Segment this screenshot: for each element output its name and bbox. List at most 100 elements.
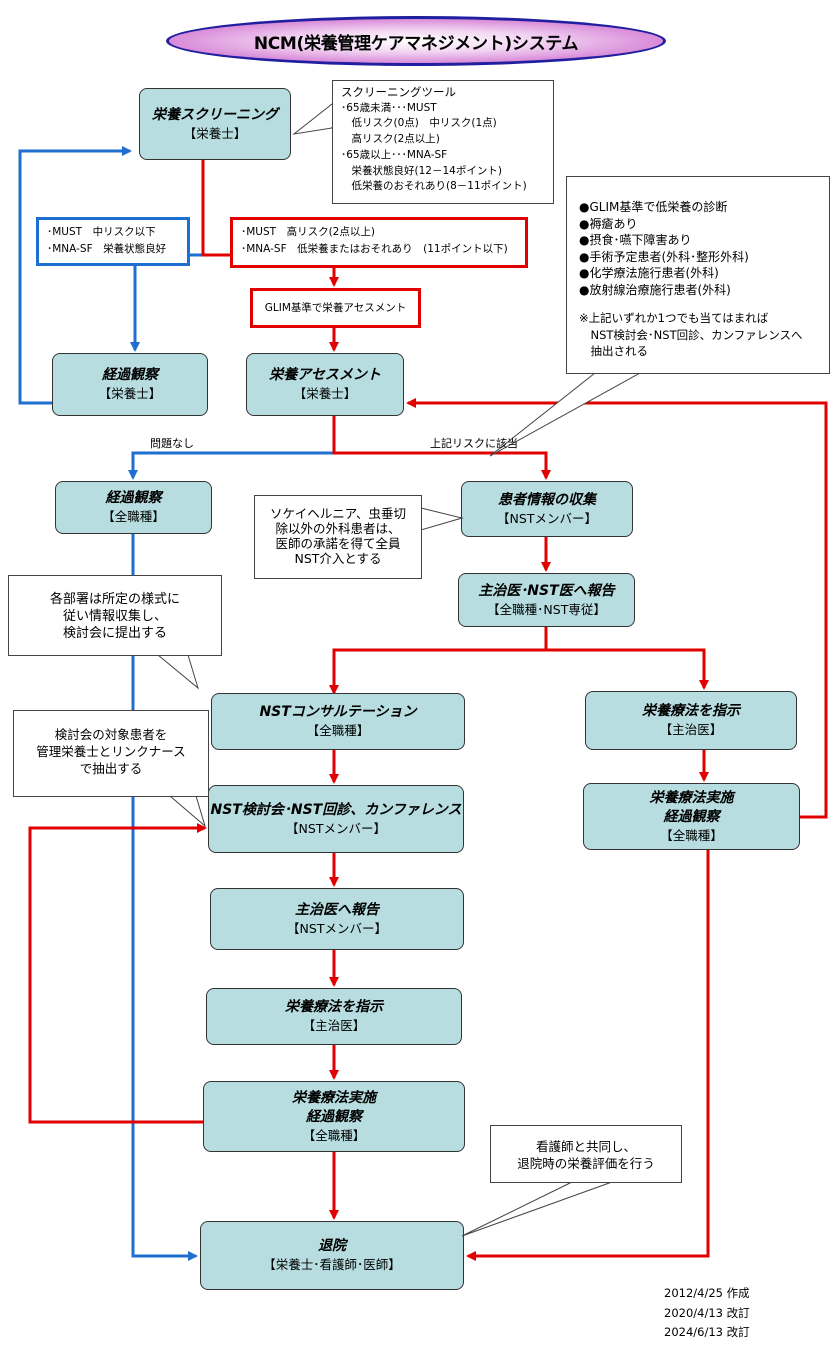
therapy-instruction-center-box: 栄養療法を指示 【主治医】	[206, 988, 462, 1045]
page-title: NCM(栄養管理ケアマネジメント)システム	[253, 33, 579, 54]
screening-box: 栄養スクリーニング 【栄養士】	[139, 88, 291, 160]
box-role: 【全職種】	[660, 827, 723, 843]
red-screen-down	[201, 160, 230, 257]
box-role: 【NSTメンバー】	[497, 510, 597, 526]
observation-nutritionist-box: 経過観察 【栄養士】	[52, 353, 208, 416]
box-title: 栄養スクリーニング	[152, 106, 278, 123]
hernia-exception-note: ソケイヘルニア、虫垂切 除以外の外科患者は、 医師の承諾を得て全員 NST介入と…	[254, 495, 422, 579]
note-line: 医師の承諾を得て全員	[275, 536, 401, 551]
note-line: ●手術予定患者(外科･整形外科)	[579, 249, 749, 264]
box-role: 【全職種】	[306, 723, 370, 738]
risk-applies-label: 上記リスクに該当	[430, 437, 518, 450]
nurse-evaluation-note: 看護師と共同し、 退院時の栄養評価を行う	[490, 1125, 682, 1183]
box-title: 栄養療法を指示	[285, 999, 383, 1015]
note-line: 従い情報収集し、	[62, 609, 167, 624]
note-line: ･65歳未満･･･MUST	[341, 101, 437, 114]
department-info-note: 各部署は所定の様式に 従い情報収集し、 検討会に提出する	[8, 575, 222, 656]
note-line: 各部署は所定の様式に	[49, 592, 180, 607]
box-role: 【全職種･NST専従】	[487, 601, 606, 617]
red-assess-risk	[332, 416, 551, 480]
note-line: 抽出される	[579, 344, 648, 358]
target-patient-note: 検討会の対象患者を 管理栄養士とリンクナース で抽出する	[13, 710, 209, 797]
box-role: 【全職種】	[302, 1127, 366, 1143]
blue-loop-arrow	[18, 146, 132, 405]
box-title: 経過観察	[102, 367, 158, 383]
date-created: 2012/4/25 作成	[664, 1286, 750, 1300]
blue-no-problem	[128, 451, 334, 480]
therapy-center-box: 栄養療法実施 経過観察 【全職種】	[203, 1081, 465, 1152]
glim-label: GLIM基準で栄養アセスメント	[264, 301, 407, 314]
box-title: 栄養療法実施	[292, 1089, 376, 1106]
red-right-discharge	[466, 850, 710, 1261]
box-title: 退院	[318, 1238, 346, 1254]
note-line: 検討会に提出する	[62, 626, 167, 641]
therapy-right-box: 栄養療法実施 経過観察 【全職種】	[583, 783, 800, 850]
box-title-2: 経過観察	[663, 808, 720, 825]
red-loop-right	[406, 398, 828, 819]
report-doctor-box: 主治医･NST医へ報告 【全職種･NST専従】	[458, 573, 635, 627]
note-line: NST介入とする	[294, 551, 382, 566]
box-role: 【栄養士】	[183, 125, 247, 141]
revision-dates: 2012/4/25 作成 2020/4/13 改訂 2024/6/13 改訂	[664, 1284, 750, 1343]
note-line: 退院時の栄養評価を行う	[517, 1156, 655, 1171]
nst-conference-box: NST検討会･NST回診、カンファレンス 【NSTメンバー】	[208, 785, 464, 853]
title-banner: NCM(栄養管理ケアマネジメント)システム	[166, 16, 666, 66]
note-line: 低栄養のおそれあり(8－11ポイント)	[341, 180, 527, 193]
note-line: で抽出する	[79, 761, 143, 776]
red-split-right	[546, 648, 709, 690]
criteria-line: ･MNA-SF 低栄養またはおそれあり (11ポイント以下)	[241, 243, 508, 255]
therapy-instruction-right-box: 栄養療法を指示 【主治医】	[585, 691, 797, 750]
risk-criteria-note: ●GLIM基準で低栄養の診断 ●褥瘡あり ●摂食･嚥下障害あり ●手術予定患者(…	[566, 176, 830, 374]
note-line: 看護師と共同し、	[535, 1139, 636, 1154]
note-line: ●化学療法施行患者(外科)	[579, 266, 719, 280]
discharge-box: 退院 【栄養士･看護師･医師】	[200, 1221, 464, 1290]
box-role: 【栄養士】	[98, 386, 162, 401]
note-line: ●GLIM基準で低栄養の診断	[579, 200, 728, 214]
box-role: 【主治医】	[302, 1018, 366, 1033]
note-line: ･65歳以上･･･MNA-SF	[341, 148, 448, 161]
criteria-line: ･MNA-SF 栄養状態良好	[47, 243, 167, 255]
note-line: 低リスク(0点) 中リスク(1点)	[341, 117, 497, 130]
box-title: 栄養アセスメント	[269, 367, 381, 383]
note-spacer	[579, 298, 819, 310]
note-line: 高リスク(2点以上)	[341, 133, 440, 146]
box-title: 主治医へ報告	[295, 901, 379, 918]
note-line: ●放射線治療施行患者(外科)	[579, 282, 731, 297]
assessment-box: 栄養アセスメント 【栄養士】	[246, 353, 404, 416]
box-title: 患者情報の収集	[498, 491, 596, 508]
date-revised: 2020/4/13 改訂	[664, 1305, 750, 1320]
box-title: NSTコンサルテーション	[259, 704, 417, 720]
box-role: 【全職種】	[102, 509, 165, 524]
low-risk-criteria: ･MUST 中リスク以下 ･MNA-SF 栄養状態良好	[36, 217, 190, 266]
criteria-line: ･MUST 高リスク(2点以上)	[241, 226, 375, 238]
criteria-line: ･MUST 中リスク以下	[47, 226, 156, 238]
box-role: 【NSTメンバー】	[286, 820, 386, 836]
observation-all-box: 経過観察 【全職種】	[55, 481, 212, 534]
screening-tools-note: スクリーニングツール ･65歳未満･･･MUST 低リスク(0点) 中リスク(1…	[332, 80, 554, 204]
high-risk-criteria: ･MUST 高リスク(2点以上) ･MNA-SF 低栄養またはおそれあり (11…	[230, 217, 528, 268]
note-line: ソケイヘルニア、虫垂切	[269, 506, 406, 521]
note-line: 栄養状態良好(12－14ポイント)	[341, 164, 502, 177]
box-title-2: 経過観察	[306, 1108, 362, 1125]
note-line: 除以外の外科患者は、	[275, 521, 401, 536]
note-line: 検討会の対象患者を	[54, 727, 168, 742]
box-role: 【栄養士･看護師･医師】	[263, 1257, 401, 1272]
red-report-split	[332, 627, 548, 690]
patient-info-box: 患者情報の収集 【NSTメンバー】	[461, 481, 633, 537]
box-title: 主治医･NST医へ報告	[478, 582, 615, 599]
note-line: 管理栄養士とリンクナース	[36, 744, 186, 759]
box-role: 【栄養士】	[293, 386, 357, 401]
note-heading: スクリーニングツール	[341, 85, 456, 99]
note-line: ●褥瘡あり	[579, 216, 638, 231]
report-main-doctor-box: 主治医へ報告 【NSTメンバー】	[210, 888, 464, 950]
no-problem-label: 問題なし	[150, 437, 194, 450]
box-role: 【NSTメンバー】	[287, 920, 387, 936]
date-revised: 2024/6/13 改訂	[664, 1325, 750, 1339]
note-line: NST検討会･NST回診、カンファレンスへ	[579, 327, 803, 342]
box-title: 経過観察	[105, 490, 162, 506]
note-line: ●摂食･嚥下障害あり	[579, 233, 692, 247]
red-loop-left	[28, 823, 207, 1124]
box-role: 【主治医】	[659, 722, 723, 737]
box-title: 栄養療法実施	[649, 789, 734, 806]
box-title: NST検討会･NST回診、カンファレンス	[210, 801, 462, 818]
